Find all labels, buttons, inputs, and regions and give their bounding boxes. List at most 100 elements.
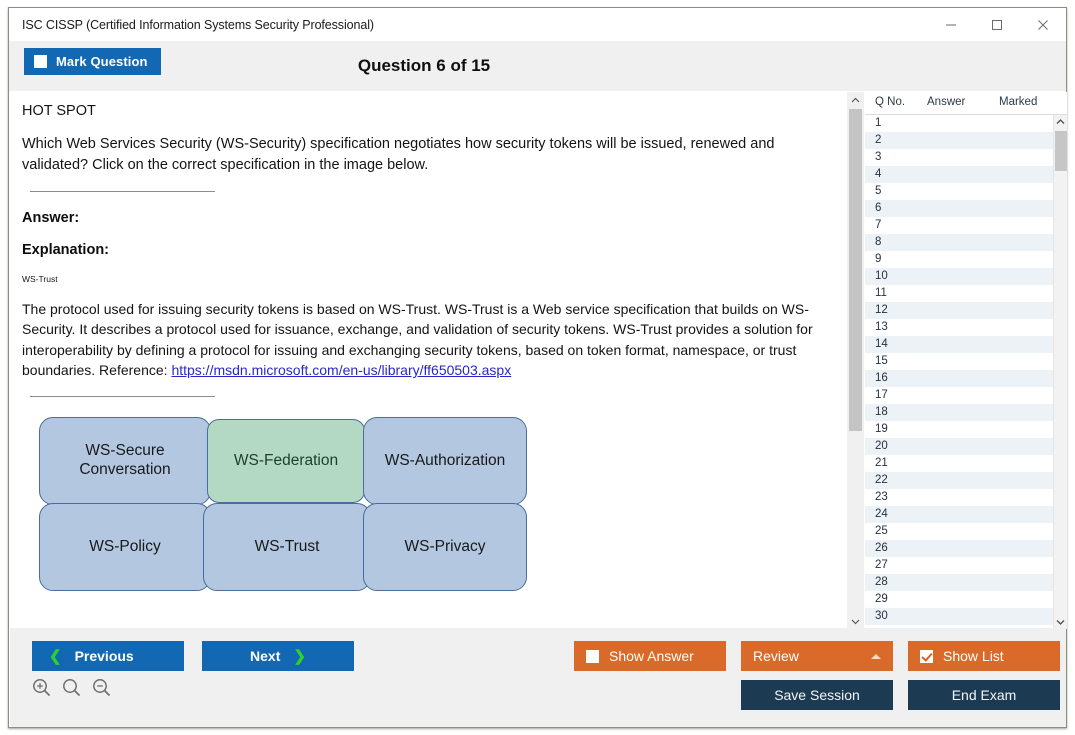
question-number: 28: [875, 576, 888, 588]
question-list-row[interactable]: 13: [865, 319, 1067, 336]
question-number: 10: [875, 270, 888, 282]
question-list-row[interactable]: 15: [865, 353, 1067, 370]
question-list-row[interactable]: 27: [865, 557, 1067, 574]
diagram-box-ws-authorization[interactable]: WS-Authorization: [363, 417, 527, 506]
question-number: 21: [875, 457, 888, 469]
question-list-row[interactable]: 14: [865, 336, 1067, 353]
diagram-box-ws-trust[interactable]: WS-Trust: [203, 503, 371, 592]
end-exam-button[interactable]: End Exam: [908, 680, 1060, 710]
question-number: 2: [875, 134, 882, 146]
divider-bottom: [30, 396, 215, 398]
question-list-row[interactable]: 9: [865, 251, 1067, 268]
question-number: 30: [875, 610, 888, 622]
content-scrollbar-thumb[interactable]: [849, 109, 862, 431]
question-number: 12: [875, 304, 888, 316]
show-answer-label: Show Answer: [609, 648, 694, 664]
question-list-row[interactable]: 17: [865, 387, 1067, 404]
question-list-row[interactable]: 1: [865, 115, 1067, 132]
column-header-qno: Q No.: [875, 96, 906, 108]
question-number: 6: [875, 202, 882, 214]
scroll-down-button[interactable]: [847, 613, 864, 629]
show-answer-checkbox-icon: [586, 649, 599, 663]
save-session-button[interactable]: Save Session: [741, 680, 893, 710]
question-number: 20: [875, 440, 888, 452]
question-list-row[interactable]: 29: [865, 591, 1067, 608]
question-list-row[interactable]: 2: [865, 132, 1067, 149]
show-list-button[interactable]: Show List: [908, 641, 1060, 671]
diagram-box-ws-policy[interactable]: WS-Policy: [39, 503, 211, 592]
question-list-row[interactable]: 12: [865, 302, 1067, 319]
question-list-row[interactable]: 21: [865, 455, 1067, 472]
mark-question-button[interactable]: Mark Question: [24, 48, 161, 75]
diagram-box-label: WS-Policy: [89, 537, 161, 555]
zoom-out-icon[interactable]: [92, 678, 111, 697]
question-list-row[interactable]: 23: [865, 489, 1067, 506]
chevron-down-icon: [851, 619, 860, 624]
question-list-row[interactable]: 11: [865, 285, 1067, 302]
question-list-row[interactable]: 16: [865, 370, 1067, 387]
question-number: 29: [875, 593, 888, 605]
question-list-row[interactable]: 18: [865, 404, 1067, 421]
zoom-reset-icon[interactable]: [62, 678, 81, 697]
review-dropdown[interactable]: Review: [741, 641, 893, 671]
question-list-row[interactable]: 10: [865, 268, 1067, 285]
chevron-up-icon: [1056, 119, 1065, 124]
question-counter: Question 6 of 15: [357, 56, 491, 75]
bottom-toolbar: ❮ Previous Next ❯ Show Answer Review Sho…: [10, 628, 1066, 727]
maximize-icon: [992, 19, 1002, 30]
question-list-row[interactable]: 7: [865, 217, 1067, 234]
question-number: 4: [875, 168, 882, 180]
explanation-label: Explanation:: [22, 242, 110, 259]
question-list-row[interactable]: 6: [865, 200, 1067, 217]
previous-button[interactable]: ❮ Previous: [32, 641, 184, 671]
question-list-row[interactable]: 4: [865, 166, 1067, 183]
question-list-row[interactable]: 30: [865, 608, 1067, 625]
chevron-up-icon: [851, 97, 860, 102]
question-list-row[interactable]: 22: [865, 472, 1067, 489]
question-type-label: HOT SPOT: [22, 103, 96, 119]
question-list-row[interactable]: 28: [865, 574, 1067, 591]
minimize-button[interactable]: [928, 8, 974, 41]
close-button[interactable]: [1020, 8, 1066, 41]
diagram-box-ws-privacy[interactable]: WS-Privacy: [363, 503, 527, 592]
next-button[interactable]: Next ❯: [202, 641, 354, 671]
show-list-checkbox-icon: [920, 649, 933, 663]
window-controls: [928, 8, 1066, 41]
list-scroll-up-button[interactable]: [1054, 115, 1067, 129]
question-list-scrollbar-thumb[interactable]: [1055, 131, 1067, 171]
diagram-box-label: WS-Privacy: [404, 537, 486, 555]
zoom-in-icon[interactable]: [32, 678, 51, 697]
question-list-row[interactable]: 26: [865, 540, 1067, 557]
review-label: Review: [753, 648, 799, 664]
answer-label: Answer:: [22, 210, 80, 227]
maximize-button[interactable]: [974, 8, 1020, 41]
app-window: ISC CISSP (Certified Information Systems…: [8, 7, 1067, 728]
question-list-row[interactable]: 5: [865, 183, 1067, 200]
question-list-scrollbar[interactable]: [1053, 115, 1067, 629]
question-list-row[interactable]: 8: [865, 234, 1067, 251]
mark-question-label: Mark Question: [56, 54, 148, 69]
window-title: ISC CISSP (Certified Information Systems…: [22, 18, 374, 32]
question-number: 11: [875, 287, 887, 299]
reference-link[interactable]: https://msdn.microsoft.com/en-us/library…: [171, 362, 512, 379]
list-scroll-down-button[interactable]: [1054, 615, 1067, 629]
title-bar: ISC CISSP (Certified Information Systems…: [9, 8, 1066, 41]
question-list-row[interactable]: 20: [865, 438, 1067, 455]
question-number: 13: [875, 321, 888, 333]
question-number: 7: [875, 219, 882, 231]
question-list-row[interactable]: 3: [865, 149, 1067, 166]
previous-label: Previous: [74, 648, 134, 664]
explanation-body: The protocol used for issuing security t…: [22, 301, 813, 379]
column-header-marked: Marked: [999, 96, 1038, 108]
diagram-box-ws-federation[interactable]: WS-Federation: [207, 419, 365, 504]
question-list-row[interactable]: 24: [865, 506, 1067, 523]
diagram-box-ws-secure-conversation[interactable]: WS-Secure Conversation: [39, 417, 211, 506]
scroll-up-button[interactable]: [847, 92, 864, 108]
content-scrollbar[interactable]: [847, 92, 864, 629]
question-list-row[interactable]: 25: [865, 523, 1067, 540]
question-number: 17: [875, 389, 888, 401]
question-list-row[interactable]: 19: [865, 421, 1067, 438]
show-answer-button[interactable]: Show Answer: [574, 641, 726, 671]
